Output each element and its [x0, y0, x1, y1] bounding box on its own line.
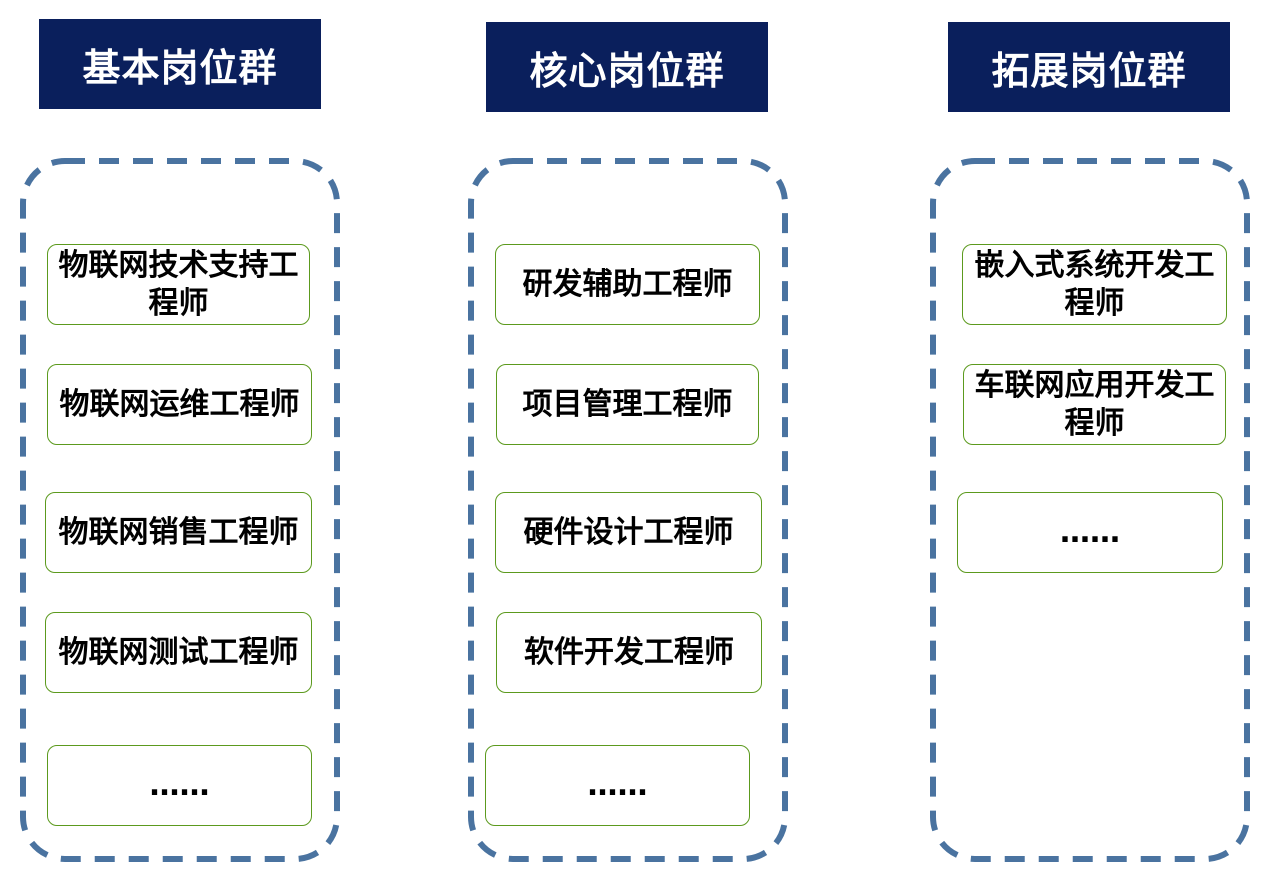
job-item: 车联网应用开发工程师 [963, 364, 1226, 445]
group-title-extended: 拓展岗位群 [948, 22, 1230, 112]
job-item: 物联网测试工程师 [45, 612, 312, 693]
dashed-border-core [468, 158, 788, 862]
job-item: 嵌入式系统开发工程师 [962, 244, 1227, 325]
job-item: 硬件设计工程师 [495, 492, 762, 573]
job-item-more: …… [957, 492, 1223, 573]
dashed-border-basic [20, 158, 340, 862]
job-item-more: …… [47, 745, 312, 826]
dashed-border-extended [930, 158, 1250, 862]
group-frame-extended [930, 158, 1250, 862]
job-item: 研发辅助工程师 [495, 244, 760, 325]
group-frame-core [468, 158, 788, 862]
job-item: 物联网技术支持工程师 [47, 244, 310, 325]
group-title-basic: 基本岗位群 [39, 19, 321, 109]
group-frame-basic [20, 158, 340, 862]
job-item: 物联网销售工程师 [45, 492, 312, 573]
job-item: 物联网运维工程师 [47, 364, 312, 445]
job-item: 软件开发工程师 [496, 612, 762, 693]
job-item-more: …… [485, 745, 750, 826]
job-item: 项目管理工程师 [496, 364, 759, 445]
group-title-core: 核心岗位群 [486, 22, 768, 112]
